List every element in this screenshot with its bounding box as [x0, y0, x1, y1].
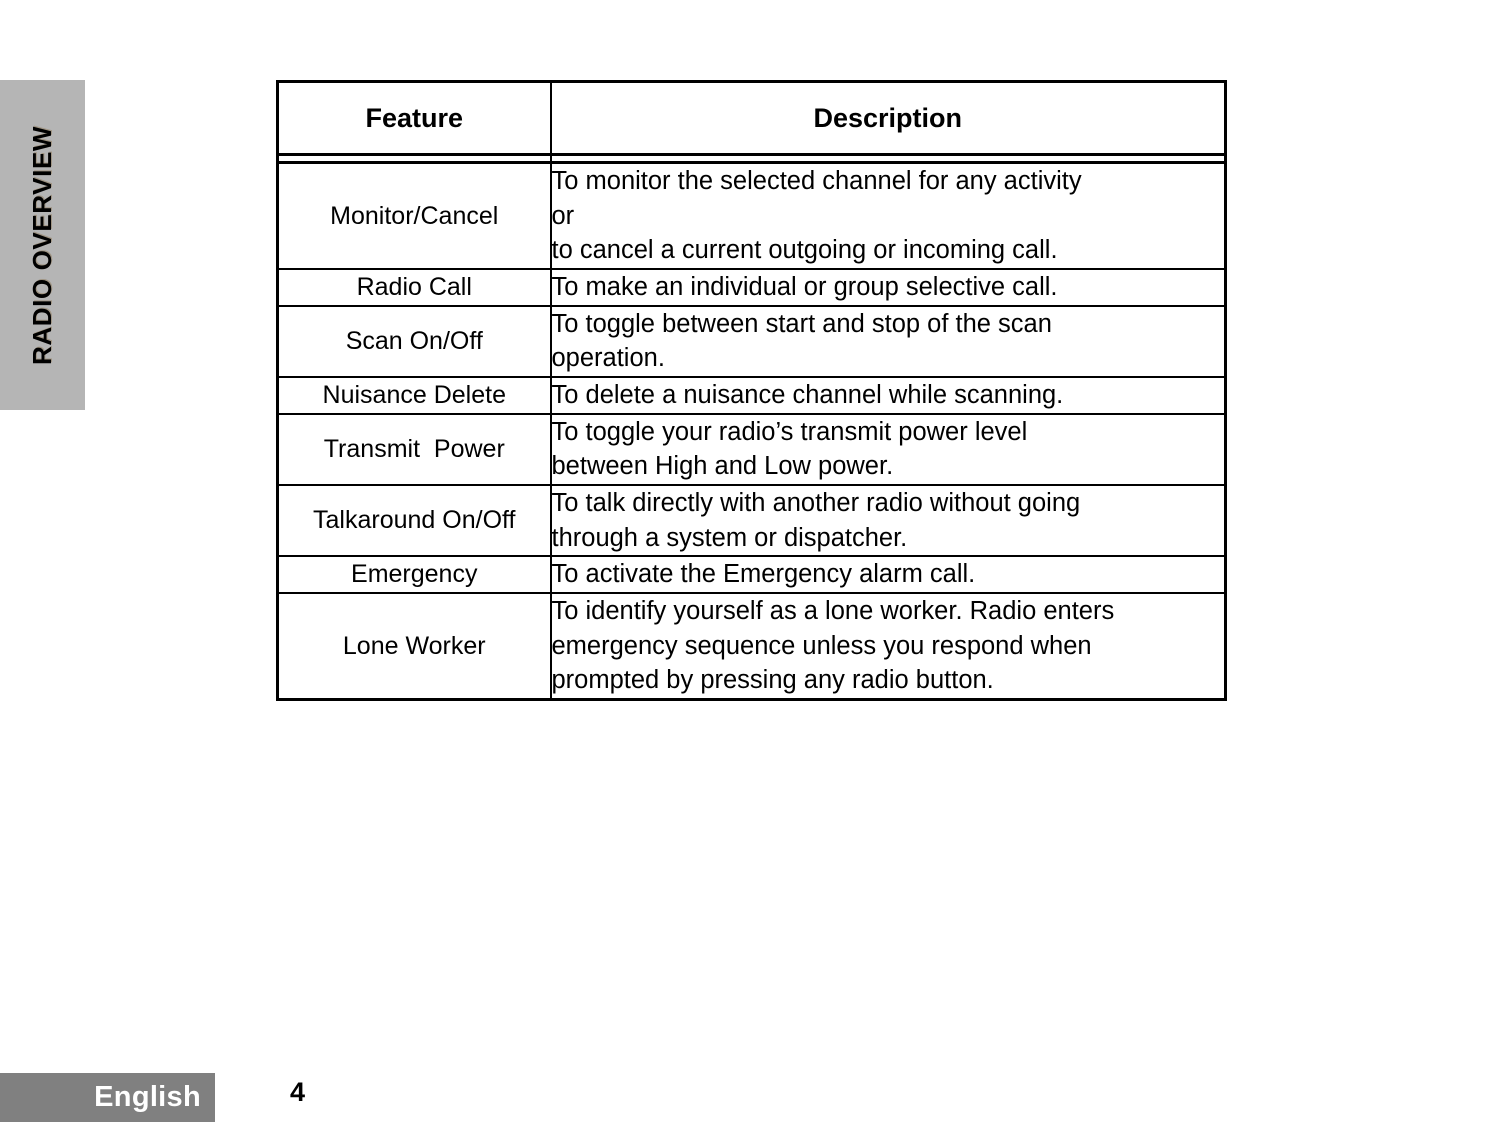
header-rule-right [549, 153, 1227, 164]
table-body: Monitor/Cancel To monitor the selected c… [276, 161, 1227, 701]
feature-description: To toggle between start and stop of the … [549, 304, 1227, 379]
feature-name: Scan On/Off [276, 304, 552, 379]
feature-description: To make an individual or group selective… [549, 268, 1227, 307]
feature-table-container: Feature Description Monitor/Cancel To mo… [276, 80, 1227, 702]
column-header-feature: Feature [276, 80, 552, 156]
table-row: Radio Call To make an individual or grou… [276, 268, 1227, 307]
table-row: Talkaround On/Off To talk directly with … [276, 484, 1227, 558]
header-double-rule [276, 153, 1227, 164]
feature-description: To identify yourself as a lone worker. R… [549, 592, 1227, 701]
page-number: 4 [290, 1077, 306, 1107]
feature-name: Lone Worker [276, 592, 552, 701]
feature-table: Feature Description Monitor/Cancel To mo… [276, 80, 1227, 702]
feature-name: Transmit Power [276, 412, 552, 487]
footer-language-tab: English [0, 1073, 215, 1122]
table-row: Transmit Power To toggle your radio’s tr… [276, 412, 1227, 487]
feature-description: To monitor the selected channel for any … [549, 161, 1227, 271]
table-row: Monitor/Cancel To monitor the selected c… [276, 161, 1227, 271]
section-tab: RADIO OVERVIEW [0, 80, 85, 410]
table-header: Feature Description [276, 80, 1227, 164]
column-header-description: Description [549, 80, 1227, 156]
table-header-row: Feature Description [276, 80, 1227, 156]
feature-name: Nuisance Delete [276, 376, 552, 415]
table-row: Nuisance Delete To delete a nuisance cha… [276, 376, 1227, 415]
feature-name: Monitor/Cancel [276, 161, 552, 271]
table-row: Emergency To activate the Emergency alar… [276, 555, 1227, 595]
table-row: Scan On/Off To toggle between start and … [276, 304, 1227, 379]
feature-description: To delete a nuisance channel while scann… [549, 376, 1227, 415]
feature-name: Talkaround On/Off [276, 484, 552, 558]
table-row: Lone Worker To identify yourself as a lo… [276, 592, 1227, 701]
footer-language-label: English [94, 1081, 201, 1113]
section-tab-label: RADIO OVERVIEW [27, 125, 57, 365]
feature-description: To toggle your radio’s transmit power le… [549, 412, 1227, 487]
feature-name: Radio Call [276, 268, 552, 307]
header-rule-left [276, 153, 552, 164]
feature-name: Emergency [276, 555, 552, 595]
feature-description: To talk directly with another radio with… [549, 484, 1227, 558]
feature-description: To activate the Emergency alarm call. [549, 555, 1227, 595]
